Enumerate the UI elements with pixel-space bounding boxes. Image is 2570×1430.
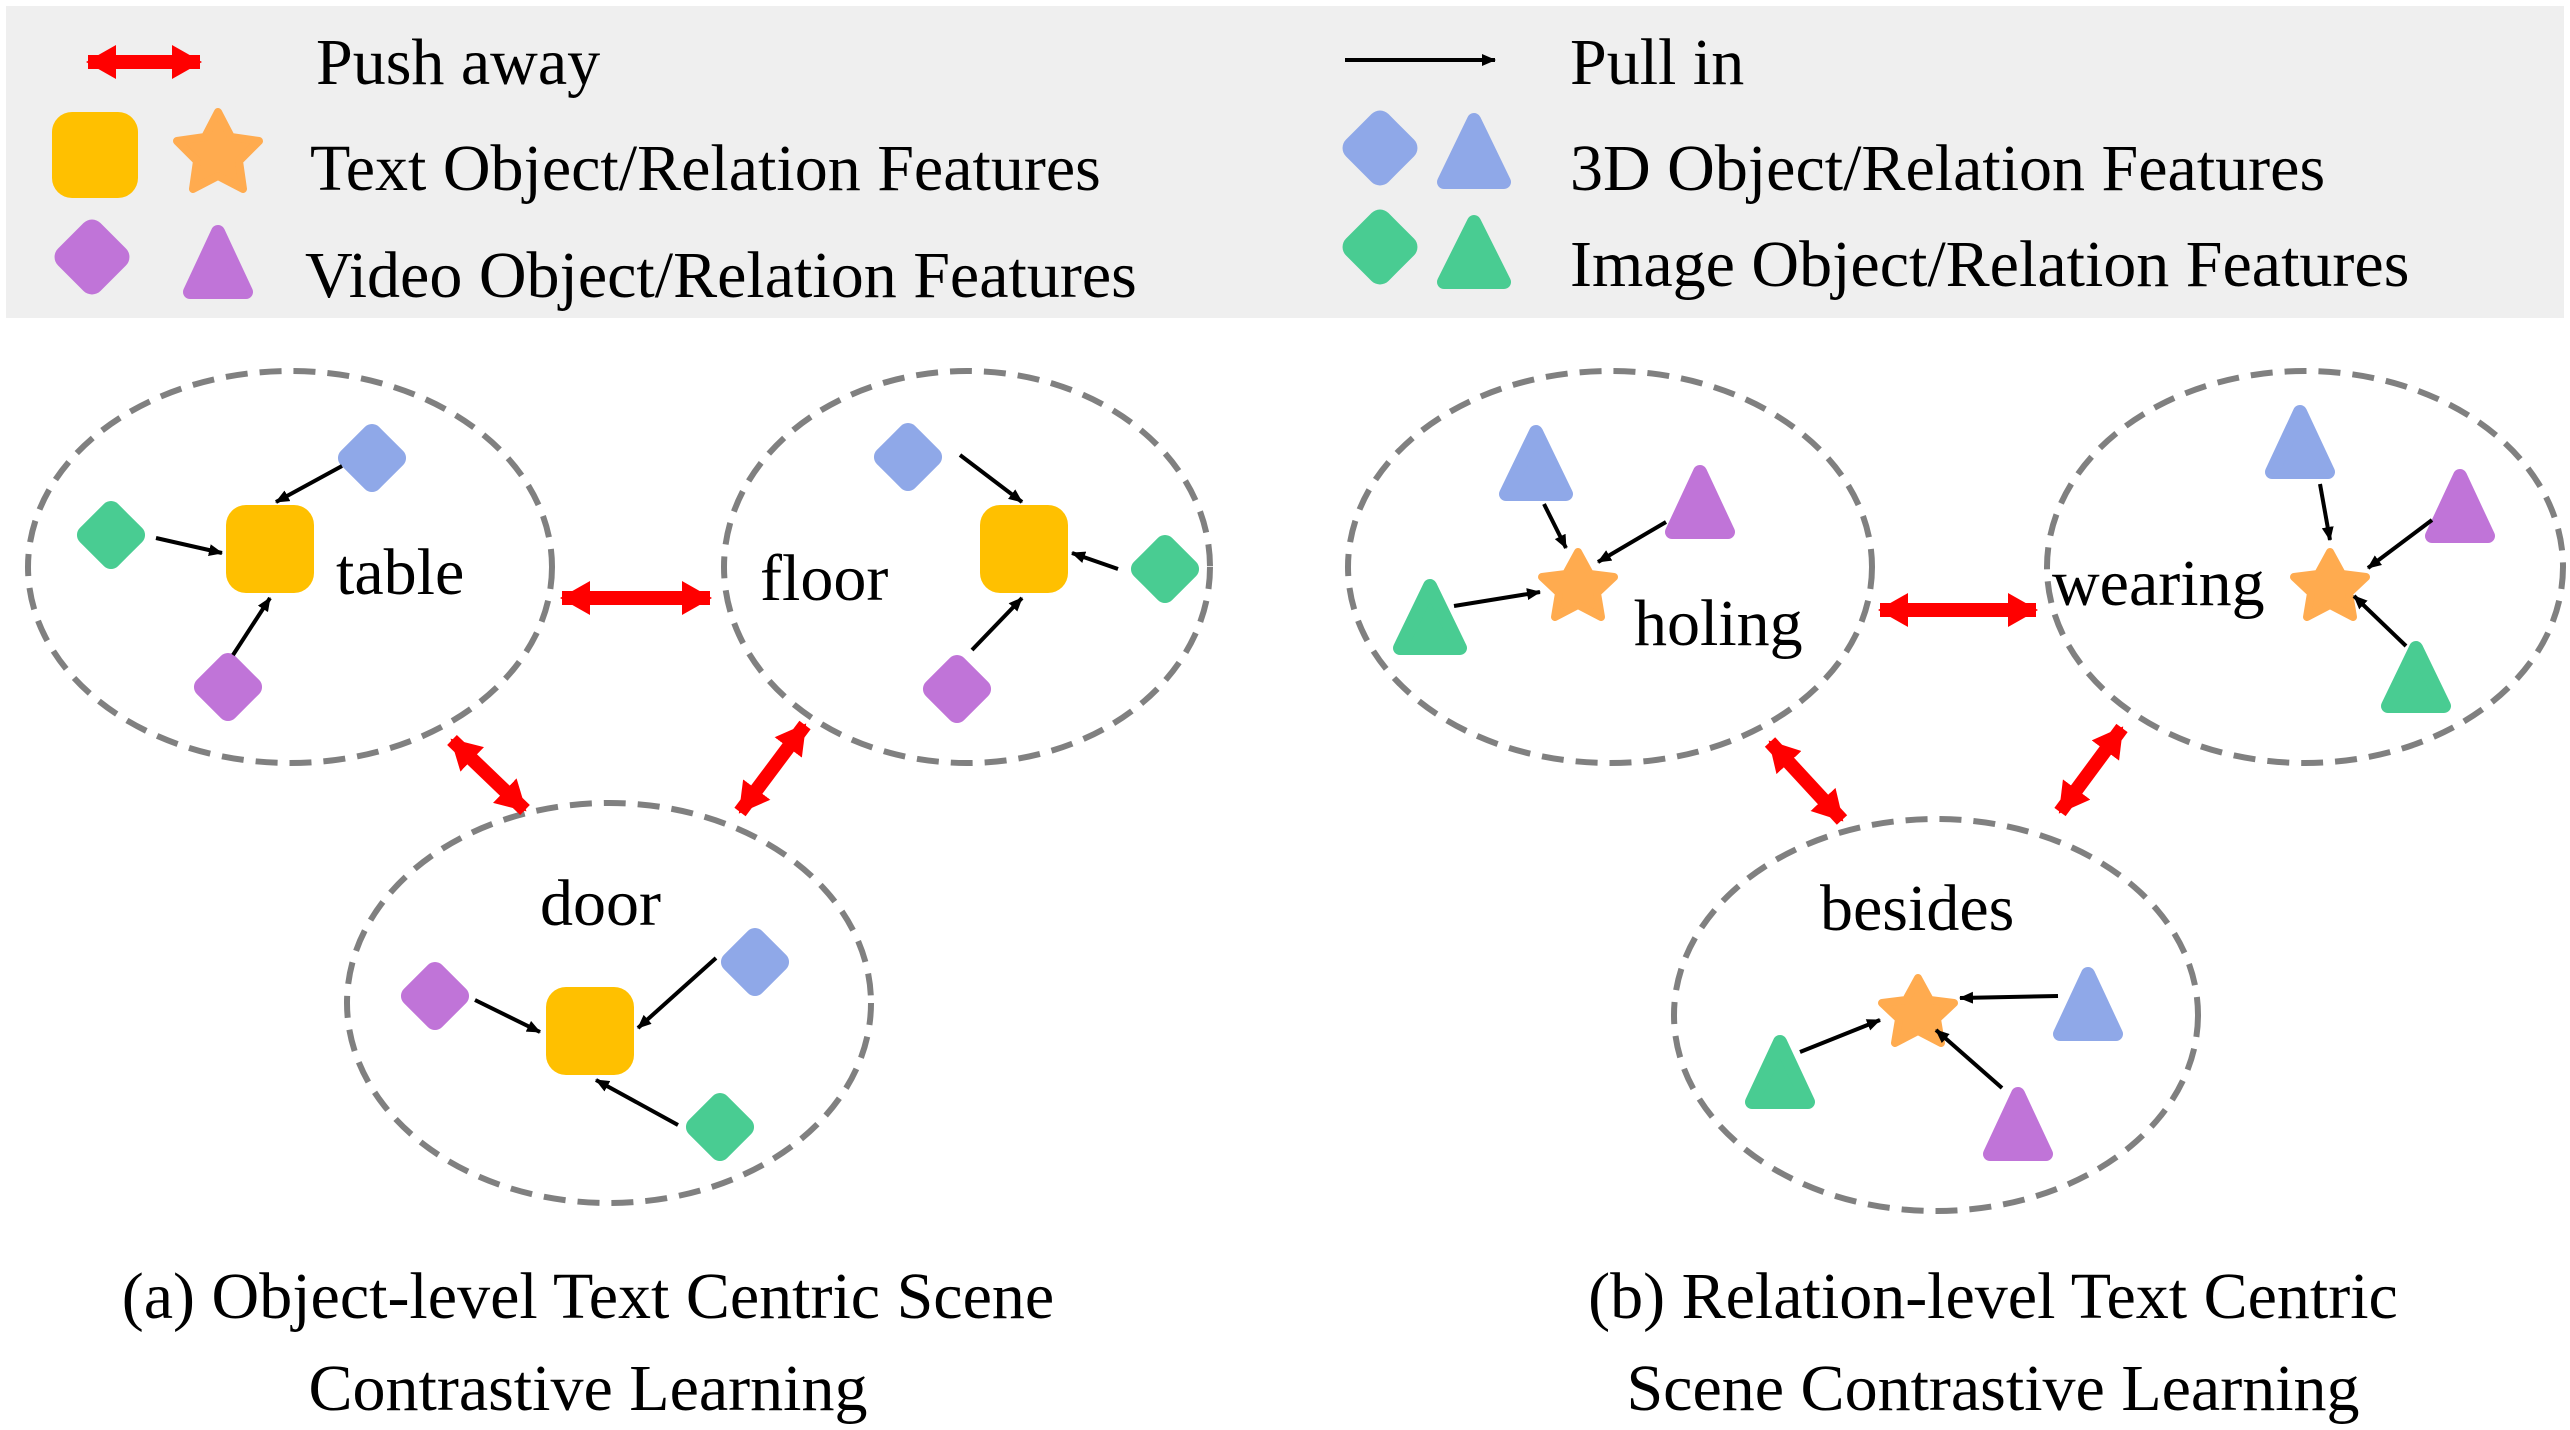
cluster-label-door: door bbox=[540, 867, 661, 940]
besides-video-feature bbox=[1983, 1087, 2053, 1161]
cluster-besides-boundary bbox=[1671, 816, 2201, 1214]
wearing-video-feature bbox=[2425, 469, 2495, 543]
cluster-floor: floor bbox=[721, 368, 1213, 766]
holing-video-feature bbox=[1665, 465, 1735, 539]
holing-image-feature bbox=[1393, 579, 1467, 655]
holing-three-d-feature bbox=[1499, 425, 1573, 501]
cluster-table: table bbox=[25, 368, 555, 766]
cluster-floor-boundary bbox=[721, 368, 1213, 766]
legend-background bbox=[6, 6, 2564, 318]
pull-arrow bbox=[970, 596, 1024, 652]
floor-video-feature bbox=[922, 654, 992, 724]
cluster-door: door bbox=[344, 800, 874, 1206]
panel-b-caption-line-2: Scene Contrastive Learning bbox=[1626, 1352, 2359, 1425]
legend-three-d-features: 3D Object/Relation Features bbox=[1570, 132, 2325, 205]
pull-arrow bbox=[1453, 588, 1541, 608]
pull-arrow bbox=[474, 998, 541, 1034]
floor-image-feature bbox=[1130, 534, 1200, 604]
video-object-diamond-icon bbox=[54, 219, 130, 295]
wearing-image-feature bbox=[2381, 641, 2451, 713]
cluster-table-boundary bbox=[25, 368, 555, 766]
pull-arrow bbox=[1934, 1028, 2004, 1090]
pull-arrow bbox=[1542, 503, 1568, 549]
besides-text-feature bbox=[1878, 974, 1958, 1047]
push-arrow-table-door bbox=[447, 734, 530, 816]
three-d-object-diamond-icon bbox=[1342, 110, 1418, 186]
panel-b-caption-line-1: (b) Relation-level Text Centric bbox=[1588, 1260, 2398, 1333]
besides-image-feature bbox=[1745, 1035, 1815, 1109]
panel-a-object-level: table floor door bbox=[25, 368, 1213, 1425]
pull-arrow bbox=[1596, 520, 1668, 564]
cluster-holing: holing bbox=[1345, 368, 1875, 766]
pull-arrow bbox=[231, 596, 272, 657]
cluster-label-wearing: wearing bbox=[2052, 547, 2265, 620]
legend-pull-in: Pull in bbox=[1570, 26, 1744, 99]
door-three-d-feature bbox=[720, 927, 790, 997]
floor-three-d-feature bbox=[873, 422, 943, 492]
table-video-feature bbox=[193, 652, 263, 722]
table-three-d-feature bbox=[337, 423, 407, 493]
wearing-three-d-feature bbox=[2265, 405, 2335, 479]
cluster-label-floor: floor bbox=[760, 542, 888, 615]
holing-text-feature bbox=[1538, 548, 1618, 621]
pull-arrow bbox=[595, 1078, 679, 1127]
cluster-holing-boundary bbox=[1345, 368, 1875, 766]
push-arrow-wearing-besides bbox=[2054, 723, 2128, 817]
door-text-feature bbox=[546, 987, 634, 1075]
pull-arrow bbox=[1071, 551, 1119, 571]
door-image-feature bbox=[685, 1092, 755, 1162]
pull-arrow bbox=[2318, 483, 2334, 541]
cluster-besides: besides bbox=[1671, 816, 2201, 1214]
three-d-relation-triangle-icon bbox=[1437, 113, 1511, 189]
floor-text-feature bbox=[980, 505, 1068, 593]
legend-text-features: Text Object/Relation Features bbox=[310, 132, 1101, 205]
video-relation-triangle-icon bbox=[183, 225, 253, 299]
panel-a-caption-line-2: Contrastive Learning bbox=[308, 1352, 867, 1425]
cluster-label-holing: holing bbox=[1634, 587, 1803, 660]
panel-a-caption-line-1: (a) Object-level Text Centric Scene bbox=[122, 1260, 1054, 1333]
legend-image-features: Image Object/Relation Features bbox=[1570, 228, 2409, 301]
table-text-feature bbox=[226, 505, 314, 593]
pull-arrow bbox=[1799, 1018, 1881, 1054]
table-image-feature bbox=[76, 500, 146, 570]
legend-push-away: Push away bbox=[316, 26, 600, 99]
pull-arrow bbox=[636, 956, 718, 1030]
door-video-feature bbox=[400, 961, 470, 1031]
pull-arrow bbox=[155, 536, 223, 556]
legend-video-features: Video Object/Relation Features bbox=[305, 239, 1137, 312]
pull-arrow bbox=[2366, 518, 2434, 570]
pull-arrow bbox=[2352, 594, 2408, 648]
cluster-label-besides: besides bbox=[1820, 872, 2014, 945]
push-arrow-holing-besides bbox=[1764, 737, 1848, 825]
pull-arrow bbox=[958, 453, 1024, 504]
cluster-door-boundary bbox=[344, 800, 874, 1206]
besides-three-d-feature bbox=[2053, 967, 2123, 1041]
pull-arrow bbox=[275, 464, 343, 504]
cluster-wearing-boundary bbox=[2044, 368, 2566, 766]
push-arrow-floor-door bbox=[734, 720, 811, 817]
text-relation-star-icon bbox=[173, 108, 263, 193]
cluster-label-table: table bbox=[336, 536, 464, 609]
wearing-text-feature bbox=[2290, 548, 2370, 621]
image-relation-triangle-icon bbox=[1437, 215, 1511, 289]
legend: Push away Pull in Text Object/Relation F… bbox=[6, 6, 2564, 318]
panel-b-relation-level: holing wearing besides bbox=[1345, 368, 2566, 1425]
text-object-square-icon bbox=[52, 112, 138, 198]
pull-arrow bbox=[1959, 991, 2059, 1004]
image-object-diamond-icon bbox=[1342, 209, 1418, 285]
cluster-wearing: wearing bbox=[2044, 368, 2566, 766]
